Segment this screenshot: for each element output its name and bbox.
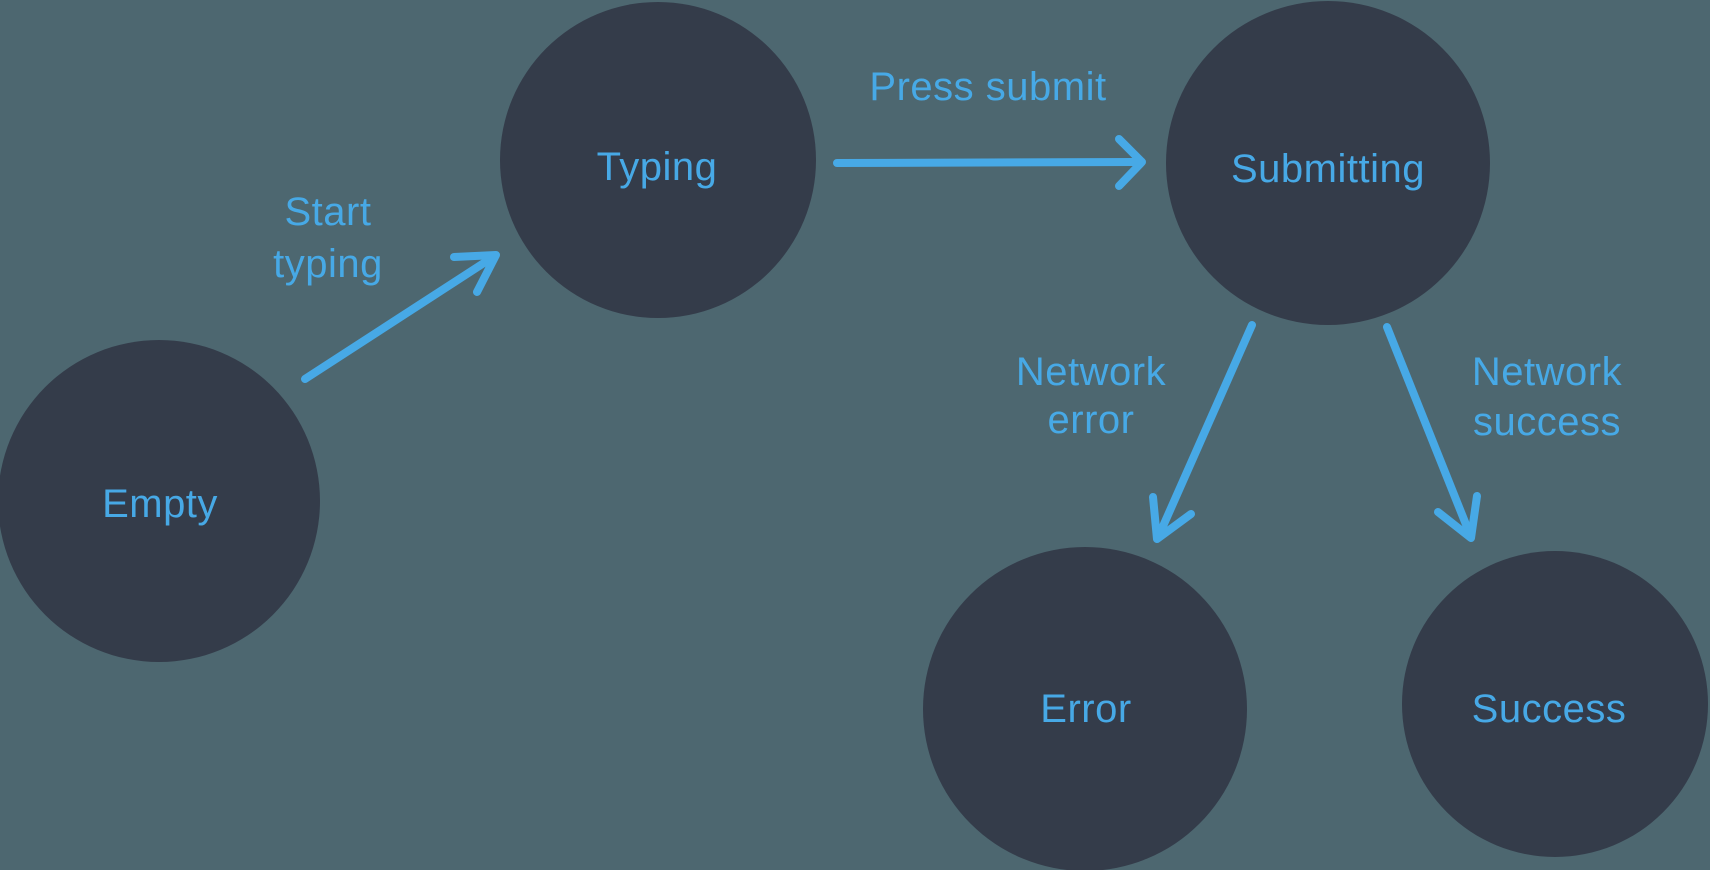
- start-typing-arrow-shaft: [301, 255, 494, 383]
- network-success-arrowhead-icon: [1434, 492, 1481, 542]
- state-submitting-node: [1166, 1, 1490, 325]
- press-submit-label: Press submit: [869, 65, 1106, 109]
- state-success-label: Success: [1472, 687, 1627, 731]
- state-submitting: Submitting: [1166, 1, 1490, 325]
- network-error-label-line1: Network: [1016, 350, 1167, 394]
- state-typing-node: [500, 2, 816, 318]
- transition-start-typing: Start typing: [273, 190, 500, 383]
- state-error-node: [923, 547, 1247, 870]
- network-error-arrow-shaft: [1156, 321, 1256, 537]
- state-empty: Empty: [0, 340, 320, 662]
- press-submit-arrow-shaft: [833, 158, 1140, 167]
- state-success: Success: [1402, 551, 1708, 857]
- state-typing: Typing: [500, 2, 816, 318]
- start-typing-label-line1: Start: [285, 190, 372, 234]
- network-success-label-line1: Network: [1472, 350, 1623, 394]
- state-submitting-label: Submitting: [1231, 147, 1425, 191]
- transition-press-submit: Press submit: [833, 65, 1146, 190]
- state-error-label: Error: [1040, 687, 1131, 731]
- start-typing-label-line2: typing: [273, 242, 383, 286]
- transition-network-success: Network success: [1383, 323, 1623, 542]
- network-error-arrowhead-icon: [1149, 493, 1195, 543]
- start-typing-arrowhead-icon: [450, 251, 500, 296]
- transition-network-error: Network error: [1016, 321, 1256, 543]
- state-error: Error: [923, 547, 1247, 870]
- network-error-label-line2: error: [1048, 398, 1135, 442]
- press-submit-arrowhead-icon: [1115, 135, 1146, 190]
- state-empty-label: Empty: [102, 482, 218, 526]
- state-success-node: [1402, 551, 1708, 857]
- network-success-arrow-shaft: [1383, 323, 1473, 536]
- state-typing-label: Typing: [597, 145, 718, 189]
- state-empty-node: [0, 340, 320, 662]
- network-success-label-line2: success: [1473, 400, 1621, 444]
